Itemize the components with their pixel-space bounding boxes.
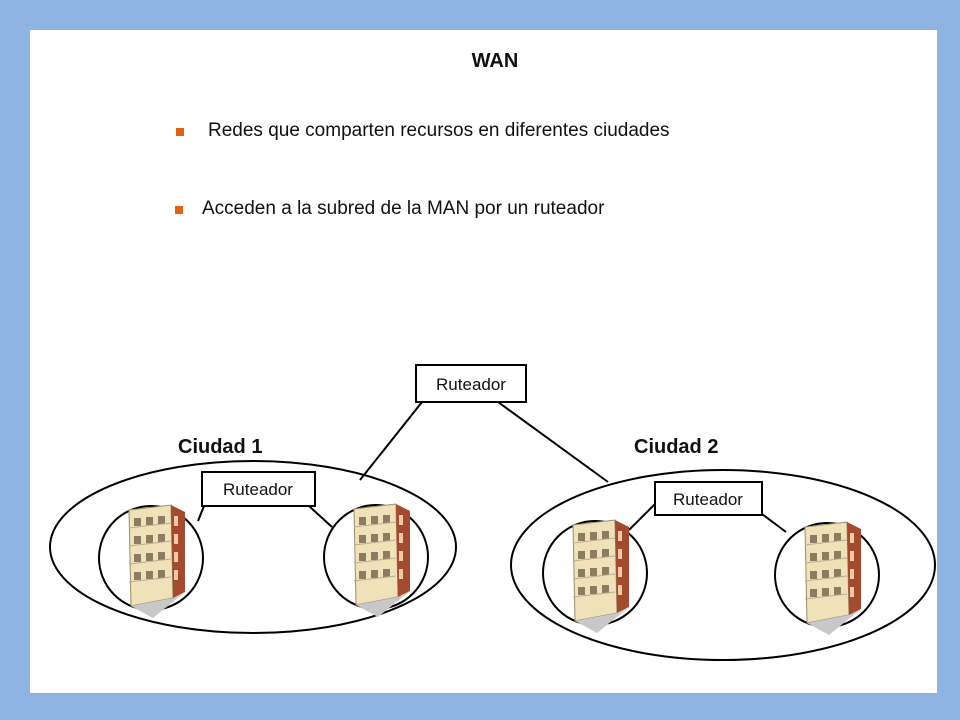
city-1-ellipse: [49, 460, 457, 634]
slide: WAN Redes que comparten recursos en dife…: [30, 30, 937, 693]
link-line: [308, 505, 333, 528]
bullet-item: Acceden a la subred de la MAN por un rut…: [175, 198, 605, 220]
bullet-item: Redes que comparten recursos en diferent…: [176, 120, 670, 142]
bullet-marker-icon: [175, 206, 183, 214]
city-label: Ciudad 1: [178, 436, 262, 458]
office-building-icon: [804, 521, 862, 636]
link-line: [359, 401, 423, 481]
router-box: [201, 471, 316, 507]
router-box: [654, 481, 763, 516]
link-line: [197, 505, 205, 522]
slide-title: WAN: [471, 50, 519, 72]
router-label: Ruteador: [436, 375, 506, 394]
router-label: Ruteador: [223, 480, 293, 499]
office-building-icon: [572, 519, 630, 634]
router-label: Ruteador: [673, 490, 743, 509]
bullet-text: Acceden a la subred de la MAN por un rut…: [202, 198, 605, 219]
link-line: [497, 401, 609, 483]
bullet-text: Redes que comparten recursos en diferent…: [208, 120, 670, 141]
router-box: [415, 364, 527, 403]
wan-diagram: Ruteador Ruteador Ruteador Ciudad 1 Ciud…: [49, 364, 936, 661]
city-label: Ciudad 2: [634, 436, 718, 458]
office-building-icon: [128, 504, 186, 619]
office-building-icon: [353, 503, 411, 618]
link-line: [628, 502, 657, 531]
city-2-ellipse: [510, 469, 936, 661]
link-line: [761, 513, 787, 533]
bullet-marker-icon: [176, 128, 184, 136]
